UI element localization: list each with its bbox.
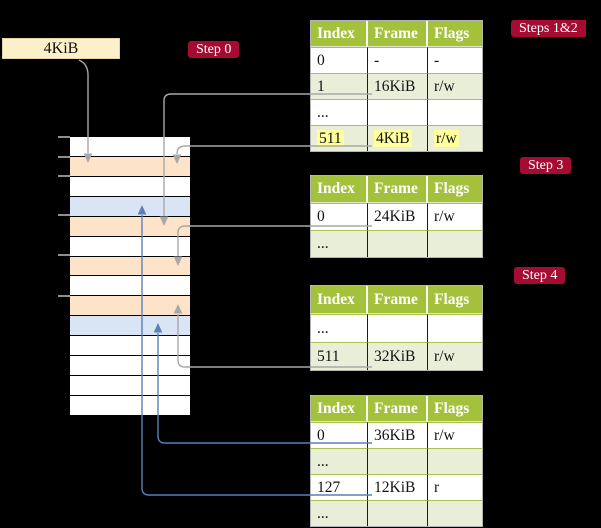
table-step-3-header-index: Index xyxy=(311,176,368,203)
page-size-label: 4KiB xyxy=(43,40,79,57)
memory-row-8-peach xyxy=(70,296,190,317)
table-steps-1-2-row-0: 0-- xyxy=(311,47,482,73)
memory-row-12-white xyxy=(70,376,190,396)
table-steps-1-2-row-ellipsis-cell-1 xyxy=(368,99,428,125)
memory-row-0-white xyxy=(70,137,190,157)
memory-tick xyxy=(58,254,70,256)
table-final-row-127-cell-2: r xyxy=(428,474,482,500)
table-final-header-flags: Flags xyxy=(428,396,482,422)
memory-tick xyxy=(58,214,70,216)
table-steps-1-2-row-511-cell-1: 4KiB xyxy=(368,125,428,151)
memory-tick xyxy=(58,156,70,158)
table-final-row-0-cell-0: 0 xyxy=(311,422,368,448)
table-steps-1-2-header-flags: Flags xyxy=(428,21,482,47)
table-final-row-ellipsis-cell-0: ... xyxy=(311,500,368,526)
physical-memory-column xyxy=(70,137,190,416)
table-final-header-frame: Frame xyxy=(368,396,428,422)
table-step-3-header-frame: Frame xyxy=(368,176,428,203)
table-final-header-index: Index xyxy=(311,396,368,422)
table-steps-1-2-row-ellipsis: ... xyxy=(311,99,482,125)
step-label-0: Step 0 xyxy=(188,41,240,58)
step-label-1-2: Steps 1&2 xyxy=(511,20,586,37)
table-step-4-row-ellipsis-cell-2 xyxy=(428,314,482,342)
table-step-3-header-flags: Flags xyxy=(428,176,482,203)
step-label-3: Step 3 xyxy=(520,157,572,174)
memory-row-11-white xyxy=(70,356,190,377)
table-step-3-row-0-cell-2: r/w xyxy=(428,203,482,230)
table-step-3-row-ellipsis-cell-2 xyxy=(428,230,482,257)
table-steps-1-2-row-ellipsis-cell-2 xyxy=(428,99,482,125)
table-steps-1-2-row-511-cell-0: 511 xyxy=(311,125,368,151)
table-step-4-header-frame: Frame xyxy=(368,286,428,314)
table-step-3-row-ellipsis-cell-1 xyxy=(368,230,428,257)
table-step-3-row-ellipsis-cell-0: ... xyxy=(311,230,368,257)
table-step-4-row-ellipsis-cell-1 xyxy=(368,314,428,342)
table-final-row-ellipsis-cell-2 xyxy=(428,500,482,526)
table-final-row-ellipsis-cell-1 xyxy=(368,500,428,526)
table-step-4-row-511-cell-2: r/w xyxy=(428,342,482,370)
table-step-3-row-0-cell-1: 24KiB xyxy=(368,203,428,230)
table-steps-1-2-row-0-cell-0: 0 xyxy=(311,47,368,73)
memory-row-9-blue xyxy=(70,316,190,337)
table-steps-1-2-header-frame: Frame xyxy=(368,21,428,47)
step-label-4: Step 4 xyxy=(514,267,566,284)
memory-row-4-peach xyxy=(70,216,190,237)
table-final-row-127-cell-0: 127 xyxy=(311,474,368,500)
memory-row-7-white xyxy=(70,276,190,297)
table-step-3-row-ellipsis: ... xyxy=(311,230,482,257)
memory-row-13-white xyxy=(70,395,190,416)
memory-row-6-peach xyxy=(70,256,190,277)
table-step-4-header-index: Index xyxy=(311,286,368,314)
memory-row-5-white xyxy=(70,236,190,257)
table-final-row-ellipsis-cell-1 xyxy=(368,448,428,474)
memory-tick xyxy=(58,136,70,138)
table-steps-1-2-row-1-cell-0: 1 xyxy=(311,73,368,99)
memory-row-1-peach xyxy=(70,156,190,177)
memory-row-2-white xyxy=(70,176,190,197)
table-steps-1-2-row-1-cell-2: r/w xyxy=(428,73,482,99)
page-size-box: 4KiB xyxy=(2,38,120,59)
table-step-4-row-ellipsis: ... xyxy=(311,314,482,342)
table-step-4-row-511-cell-1: 32KiB xyxy=(368,342,428,370)
table-steps-1-2-row-0-cell-2: - xyxy=(428,47,482,73)
table-final-row-ellipsis-cell-2 xyxy=(428,448,482,474)
table-final-row-0-cell-1: 36KiB xyxy=(368,422,428,448)
highlighted-value: r/w xyxy=(434,129,459,147)
table-final-row-ellipsis: ... xyxy=(311,448,482,474)
table-steps-1-2-row-511: 511 4KiB r/w xyxy=(311,125,482,151)
table-step-4-row-ellipsis-cell-0: ... xyxy=(311,314,368,342)
table-steps-1-2-row-ellipsis-cell-0: ... xyxy=(311,99,368,125)
table-final-row-ellipsis-cell-0: ... xyxy=(311,448,368,474)
table-steps-1-2-row-0-cell-1: - xyxy=(368,47,428,73)
memory-tick xyxy=(58,295,70,297)
table-final-row-ellipsis: ... xyxy=(311,500,482,526)
table-step-4-row-511-cell-0: 511 xyxy=(311,342,368,370)
table-steps-1-2-row-511-cell-2: r/w xyxy=(428,125,482,151)
memory-tick xyxy=(58,175,70,177)
table-steps-1-2-header-index: Index xyxy=(311,21,368,47)
table-final-row-0-cell-2: r/w xyxy=(428,422,482,448)
memory-row-10-white xyxy=(70,336,190,357)
memory-row-3-blue xyxy=(70,196,190,217)
highlighted-value: 511 xyxy=(317,129,344,147)
table-final-row-127-cell-1: 12KiB xyxy=(368,474,428,500)
table-steps-1-2-row-1-cell-1: 16KiB xyxy=(368,73,428,99)
highlighted-value: 4KiB xyxy=(374,129,412,147)
table-step-4-header-flags: Flags xyxy=(428,286,482,314)
table-step-3-row-0-cell-0: 0 xyxy=(311,203,368,230)
